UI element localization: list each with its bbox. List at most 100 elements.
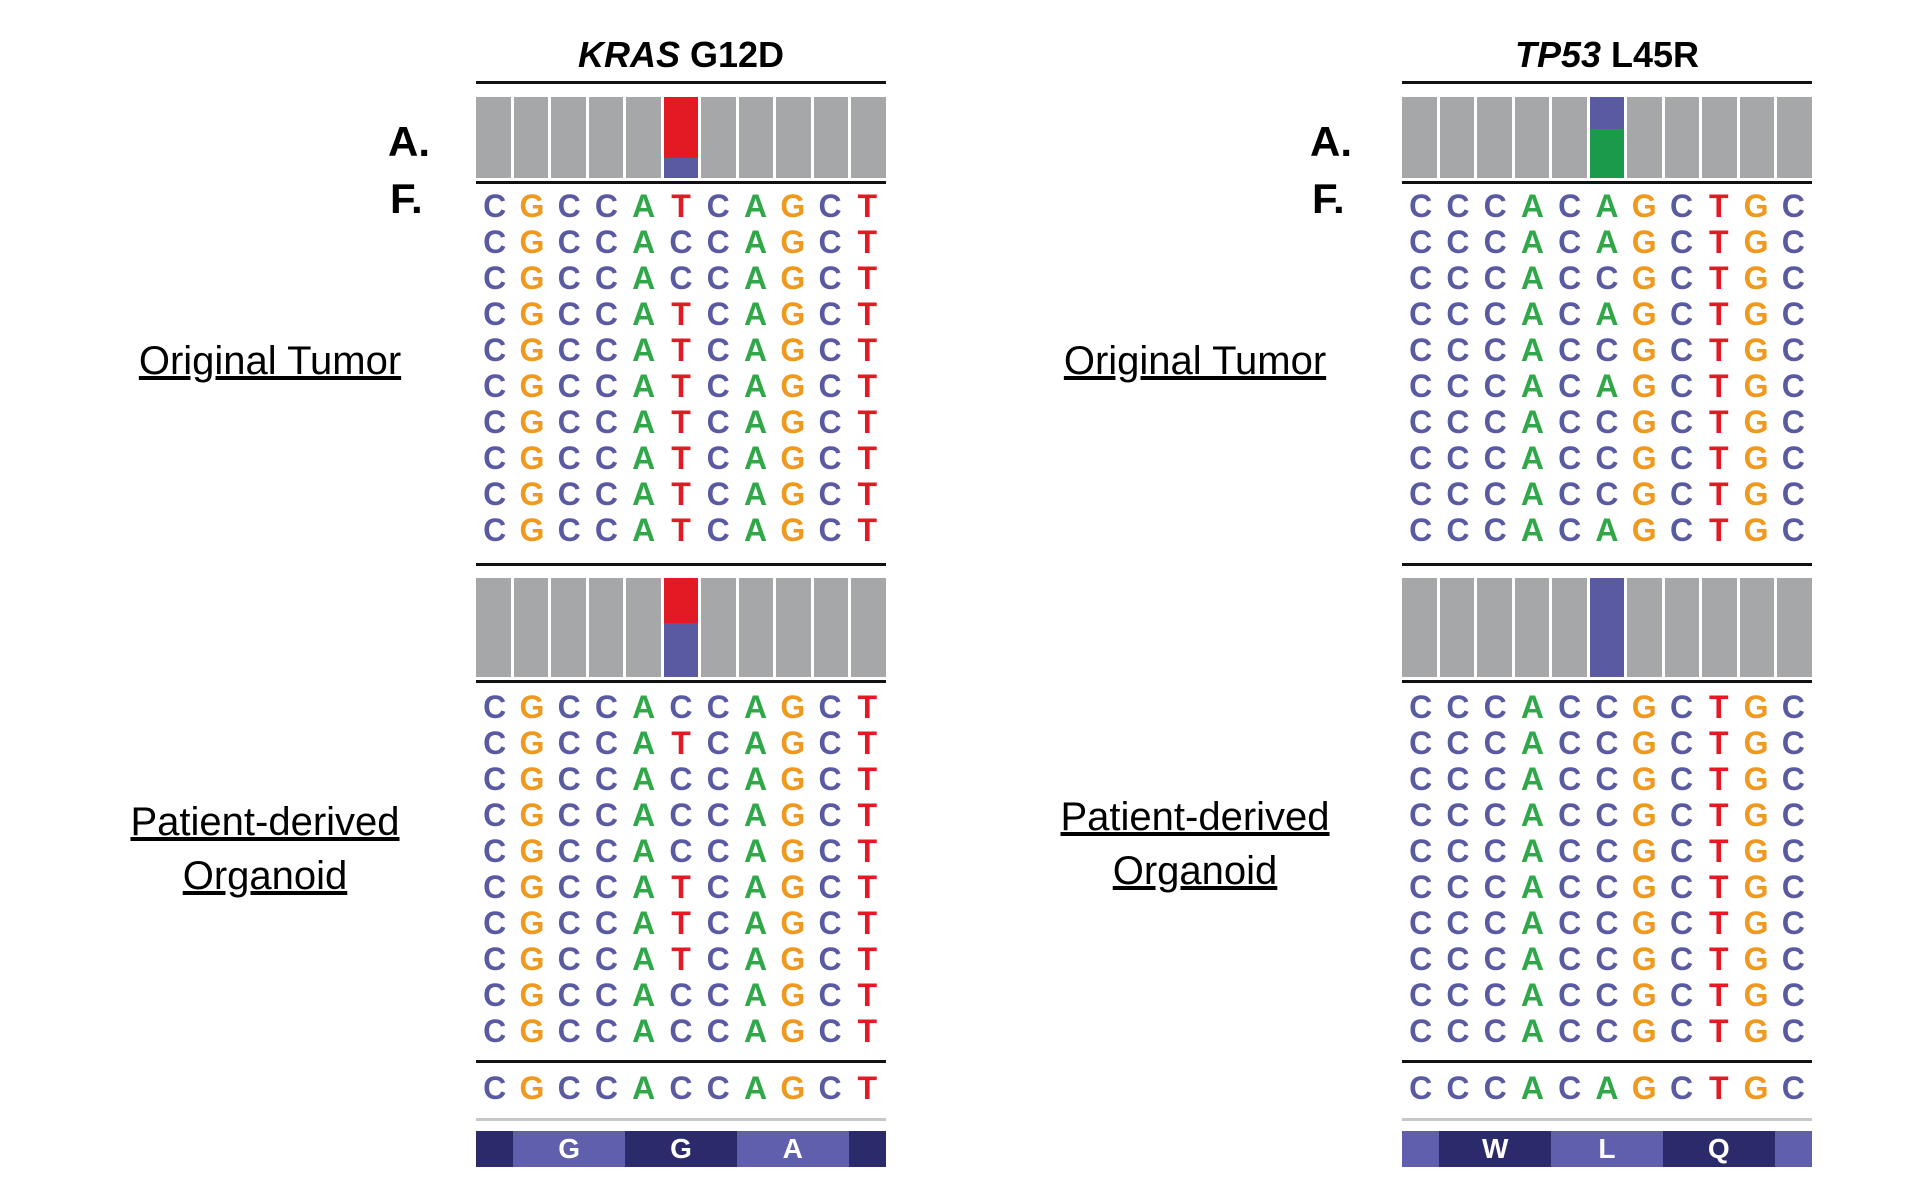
base-C: C xyxy=(1483,905,1507,941)
base-A: A xyxy=(1520,440,1544,476)
base-G: G xyxy=(780,797,806,833)
base-T: T xyxy=(857,260,878,296)
base-T: T xyxy=(857,368,878,404)
coverage-bar xyxy=(1739,97,1775,178)
base-G: G xyxy=(1631,476,1657,512)
base-C: C xyxy=(1446,941,1470,977)
base-C: C xyxy=(1446,404,1470,440)
base-A: A xyxy=(632,761,656,797)
base-T: T xyxy=(1708,1070,1729,1106)
allele-fraction-segment xyxy=(663,97,699,158)
base-C: C xyxy=(594,833,618,869)
coverage-bar xyxy=(851,578,887,677)
coverage-bar xyxy=(813,578,849,677)
base-C: C xyxy=(483,833,507,869)
base-C: C xyxy=(1669,833,1694,869)
sample-label-organoid: Patient-derived Organoid xyxy=(110,795,420,903)
base-C: C xyxy=(557,188,581,224)
base-T: T xyxy=(1708,833,1729,869)
base-A: A xyxy=(632,188,656,224)
base-T: T xyxy=(671,332,691,368)
sample-label-organoid: Patient-derived Organoid xyxy=(1040,790,1350,898)
base-C: C xyxy=(669,224,693,260)
base-C: C xyxy=(557,1013,581,1049)
base-G: G xyxy=(780,905,806,941)
base-C: C xyxy=(1558,1070,1582,1106)
base-A: A xyxy=(632,368,656,404)
base-C: C xyxy=(557,1070,581,1106)
base-C: C xyxy=(483,260,507,296)
base-G: G xyxy=(780,440,806,476)
base-G: G xyxy=(519,296,545,332)
base-G: G xyxy=(519,188,545,224)
base-A: A xyxy=(1520,833,1544,869)
base-C: C xyxy=(1483,188,1507,224)
base-C: C xyxy=(1558,512,1582,548)
sample-label-line1: Patient-derived xyxy=(130,800,400,844)
amino-acid-segment xyxy=(476,1131,514,1167)
base-C: C xyxy=(1483,404,1507,440)
coverage-bar xyxy=(663,578,699,677)
base-A: A xyxy=(743,905,768,941)
base-C: C xyxy=(1558,224,1582,260)
base-C: C xyxy=(557,404,581,440)
base-C: C xyxy=(669,761,693,797)
sample-label-line1: Patient-derived xyxy=(1060,795,1330,839)
base-G: G xyxy=(1743,332,1769,368)
coverage-bar xyxy=(626,578,661,677)
base-T: T xyxy=(857,797,878,833)
base-T: T xyxy=(1708,404,1729,440)
base-C: C xyxy=(1446,1013,1470,1049)
coverage-bar xyxy=(1777,97,1813,178)
base-A: A xyxy=(743,1070,768,1106)
base-G: G xyxy=(1743,260,1769,296)
base-C: C xyxy=(1595,332,1619,368)
base-C: C xyxy=(1558,188,1582,224)
base-C: C xyxy=(594,905,618,941)
coverage-bar xyxy=(588,97,624,178)
base-C: C xyxy=(1409,1070,1433,1106)
base-C: C xyxy=(1595,404,1619,440)
base-C: C xyxy=(1558,296,1582,332)
base-C: C xyxy=(1595,761,1619,797)
coverage-bar xyxy=(588,578,624,677)
base-C: C xyxy=(594,368,618,404)
base-C: C xyxy=(1595,725,1619,761)
base-G: G xyxy=(519,260,545,296)
amino-acid-segment: G xyxy=(513,1131,626,1167)
base-C: C xyxy=(706,224,730,260)
base-T: T xyxy=(1708,224,1729,260)
base-G: G xyxy=(1743,797,1769,833)
base-G: G xyxy=(1743,440,1769,476)
base-C: C xyxy=(1409,833,1433,869)
base-G: G xyxy=(1631,725,1657,761)
base-G: G xyxy=(1631,512,1657,548)
base-A: A xyxy=(1520,260,1544,296)
base-C: C xyxy=(1781,332,1805,368)
base-C: C xyxy=(706,905,730,941)
divider xyxy=(476,1118,886,1121)
base-C: C xyxy=(594,1070,618,1106)
base-C: C xyxy=(1781,689,1805,725)
base-G: G xyxy=(519,476,545,512)
base-C: C xyxy=(483,761,507,797)
base-C: C xyxy=(557,296,581,332)
coverage-track-tumor xyxy=(1402,97,1813,178)
base-C: C xyxy=(594,1013,618,1049)
base-A: A xyxy=(743,977,768,1013)
panel-title: TP53 L45R xyxy=(1402,34,1812,76)
base-T: T xyxy=(1708,761,1729,797)
base-C: C xyxy=(557,224,581,260)
base-C: C xyxy=(1781,440,1805,476)
coverage-bar xyxy=(776,97,811,178)
base-C: C xyxy=(1558,725,1582,761)
base-C: C xyxy=(483,725,507,761)
divider xyxy=(1402,181,1812,184)
